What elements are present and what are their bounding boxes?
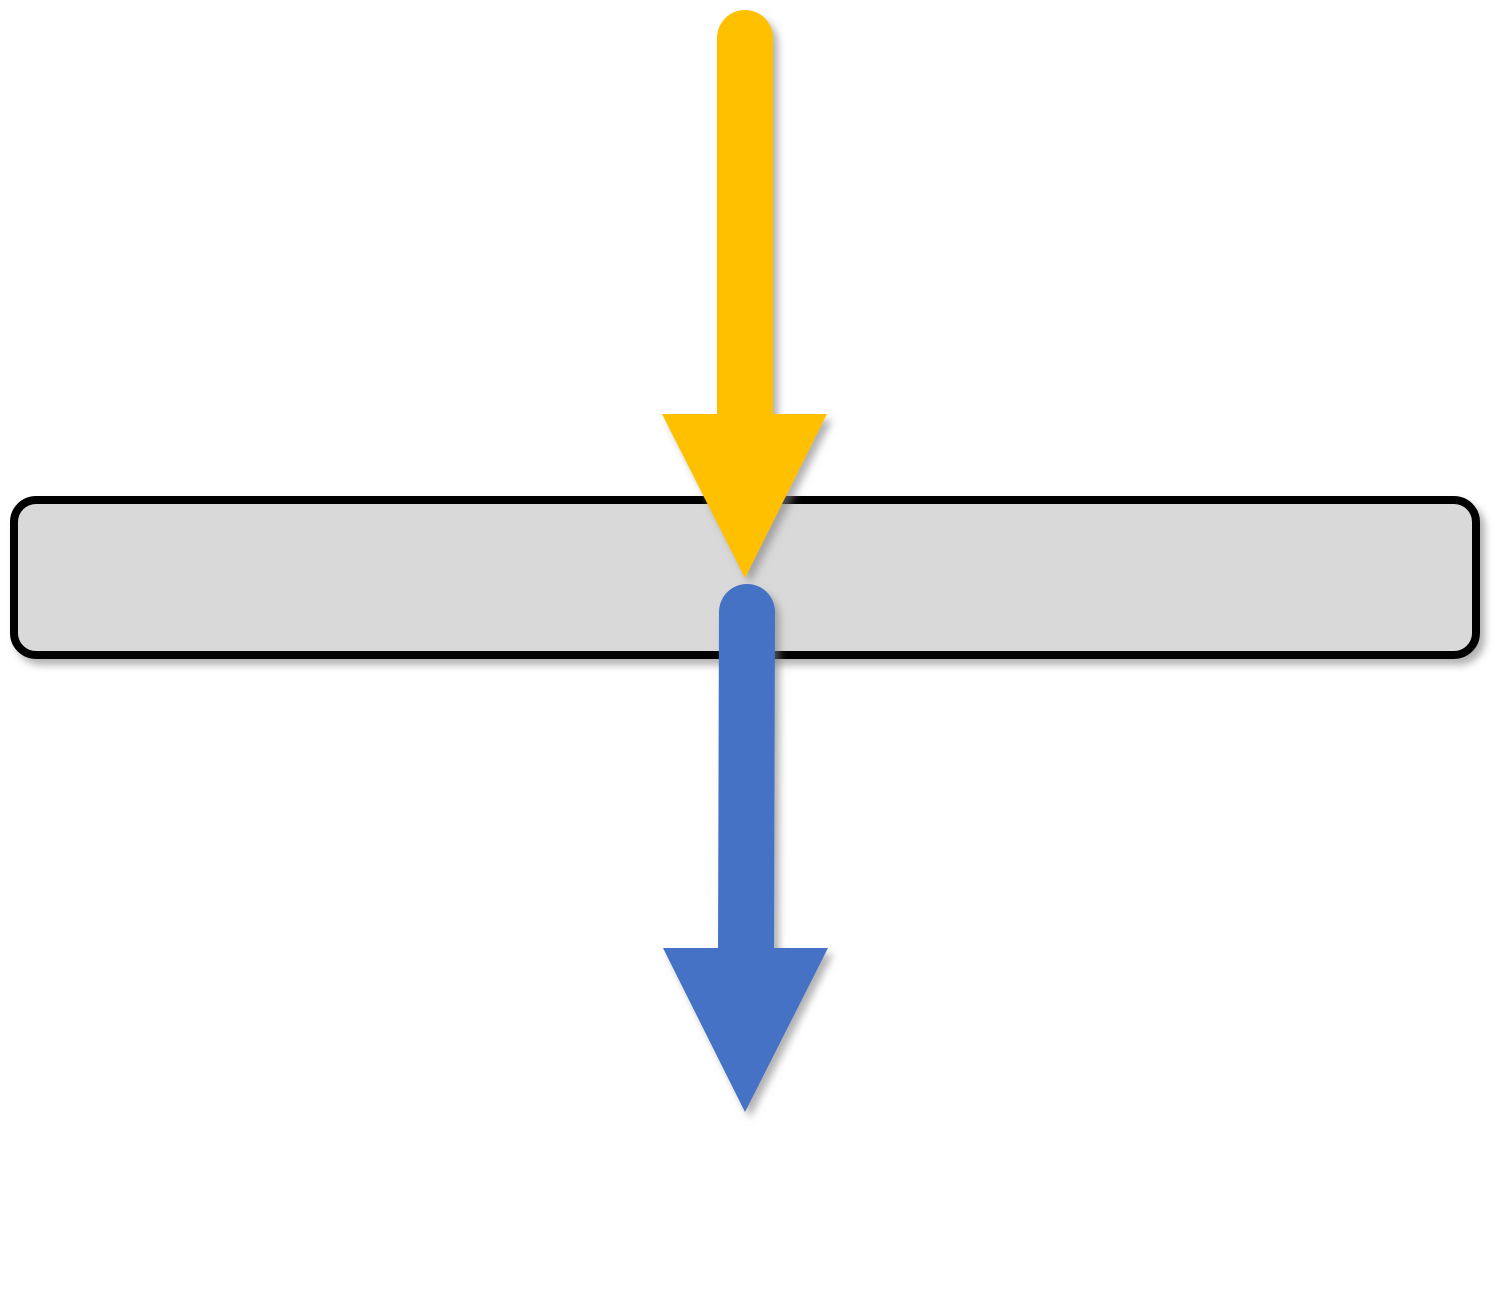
outgoing-arrow-head <box>663 948 828 1112</box>
incoming-arrow <box>662 10 827 578</box>
outgoing-arrow-shaft <box>718 584 775 983</box>
incoming-arrow-head <box>662 414 827 578</box>
outgoing-arrow <box>663 584 828 1112</box>
